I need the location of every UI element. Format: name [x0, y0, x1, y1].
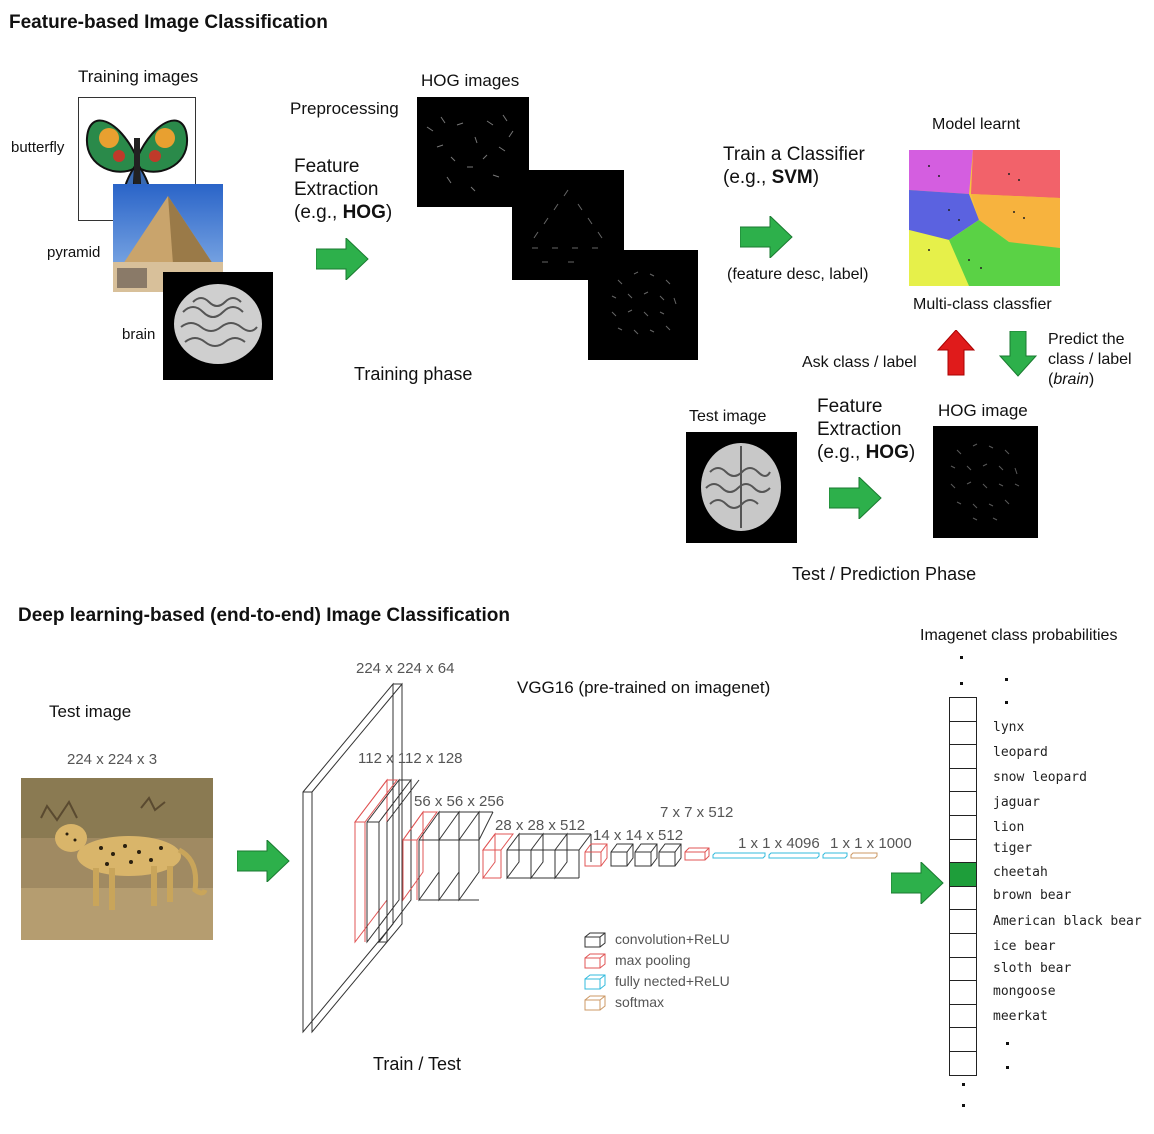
training-phase-label: Training phase	[354, 364, 473, 384]
layer-dim-4: 28 x 28 x 512	[495, 817, 586, 834]
probability-cell	[949, 815, 977, 840]
brain-image	[163, 272, 273, 380]
multiclass-classifier-label: Multi-class classfier	[913, 296, 1052, 313]
pool-block-5	[684, 847, 710, 861]
class-label: jaguar	[993, 795, 1040, 810]
conv-block-4	[506, 832, 592, 880]
probability-cell	[949, 791, 977, 816]
hog-image-brain	[588, 250, 698, 360]
class-label: mongoose	[993, 984, 1056, 999]
class-label: lynx	[993, 720, 1025, 735]
predict-class-label: Predict the class / label (brain)	[1048, 331, 1132, 388]
arrow-right-icon	[237, 840, 290, 882]
class-label: ice bear	[993, 939, 1056, 954]
feature-extraction-test-label: Feature Extraction (e.g., HOG)	[817, 396, 916, 463]
probability-cell	[949, 956, 977, 982]
hog-images-label: HOG images	[421, 71, 520, 90]
probability-cell	[949, 1003, 977, 1029]
class-label: sloth bear	[993, 961, 1072, 976]
training-images-label: Training images	[78, 67, 199, 86]
layer-dim-1: 224 x 224 x 64	[356, 660, 455, 677]
softmax-block	[850, 852, 878, 859]
test-image-label-bottom: Test image	[49, 702, 132, 721]
conv-block-2	[366, 778, 420, 944]
imagenet-probs-title: Imagenet class probabilities	[920, 627, 1118, 644]
vgg16-label: VGG16 (pre-trained on imagenet)	[517, 678, 771, 697]
ellipsis-dot	[1006, 1066, 1009, 1069]
class-label: snow leopard	[993, 770, 1087, 785]
probability-cell	[949, 1027, 977, 1052]
layer-dim-8: 1 x 1 x 1000	[830, 835, 912, 852]
test-brain-image	[686, 432, 797, 543]
pool-block-1	[353, 778, 399, 944]
hog-test-image	[933, 426, 1038, 538]
class-label: lion	[993, 820, 1025, 835]
pool-block-3	[482, 832, 514, 880]
butterfly-image	[78, 97, 196, 221]
train-test-label: Train / Test	[373, 1054, 462, 1074]
ellipsis-dot	[1005, 678, 1008, 681]
layer-dim-5: 14 x 14 x 512	[593, 827, 684, 844]
layer-dim-3: 56 x 56 x 256	[414, 793, 505, 810]
ellipsis-dot	[1006, 1042, 1009, 1045]
hog-image-butterfly	[417, 97, 529, 207]
deep-learning-title: Deep learning-based (end-to-end) Image C…	[18, 605, 510, 626]
probability-cell	[949, 909, 977, 934]
conv-block-3	[418, 810, 494, 902]
class-label: brown bear	[993, 888, 1072, 903]
probability-cell	[949, 980, 977, 1005]
test-image-label: Test image	[689, 408, 767, 425]
conv-block-5	[610, 843, 682, 867]
probability-cell	[949, 933, 977, 958]
layer-dim-7: 1 x 1 x 4096	[738, 835, 820, 852]
probability-cell-highlighted	[949, 862, 977, 887]
model-learnt-label: Model learnt	[932, 116, 1021, 133]
ellipsis-dot	[962, 1104, 965, 1107]
hog-image-label: HOG image	[938, 401, 1028, 420]
ellipsis-dot	[960, 656, 963, 659]
preprocessing-label: Preprocessing	[290, 99, 399, 118]
arrow-right-icon	[740, 216, 793, 258]
arrow-right-icon	[316, 238, 369, 280]
fc-block	[712, 852, 848, 859]
arrow-up-icon	[937, 330, 975, 376]
class-label: American black bear	[993, 914, 1142, 929]
test-phase-label: Test / Prediction Phase	[792, 564, 977, 584]
arrow-down-icon	[999, 331, 1037, 377]
cheetah-image	[21, 778, 213, 940]
ask-class-label: Ask class / label	[802, 354, 917, 371]
class-label-brain: brain	[122, 326, 156, 343]
class-label-pyramid: pyramid	[47, 244, 101, 261]
class-label: meerkat	[993, 1009, 1048, 1024]
train-classifier-label: Train a Classifier (e.g., SVM)	[723, 144, 865, 188]
model-regions-image	[909, 150, 1060, 286]
class-label: tiger	[993, 841, 1033, 856]
arrow-right-icon	[829, 477, 882, 519]
vgg16-network-diagram	[302, 682, 878, 1034]
pool-block-2	[402, 810, 438, 902]
arrow-right-icon	[891, 862, 944, 904]
probability-cell	[949, 744, 977, 769]
feature-desc-label: (feature desc, label)	[727, 266, 869, 283]
class-label-butterfly: butterfly	[11, 139, 65, 156]
ellipsis-dot	[962, 1083, 965, 1086]
probability-cell	[949, 838, 977, 864]
probability-cell	[949, 885, 977, 911]
feature-based-title: Feature-based Image Classification	[9, 12, 328, 33]
layer-dim-2: 112 x 112 x 128	[358, 750, 463, 767]
probability-cell	[949, 767, 977, 793]
probability-cell	[949, 697, 977, 722]
class-label: cheetah	[993, 865, 1048, 880]
layer-dim-6: 7 x 7 x 512	[660, 804, 734, 821]
input-dims-label: 224 x 224 x 3	[67, 751, 158, 768]
ellipsis-dot	[1005, 701, 1008, 704]
ellipsis-dot	[960, 682, 963, 685]
probability-cell	[949, 1051, 977, 1076]
feature-extraction-label: Feature Extraction (e.g., HOG)	[294, 156, 393, 223]
class-label: leopard	[993, 745, 1048, 760]
probability-cell	[949, 720, 977, 746]
pool-block-4	[584, 843, 608, 867]
